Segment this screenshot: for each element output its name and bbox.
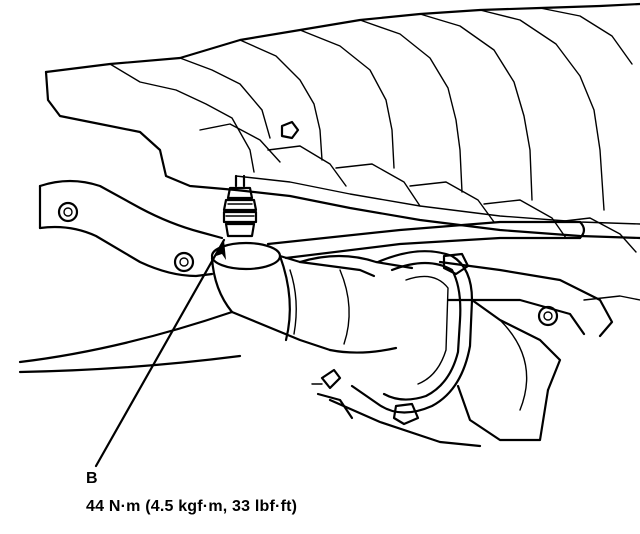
frame-crossmember [38,179,586,278]
oxygen-sensor [222,174,258,238]
right-mount-bracket [438,260,640,338]
exhaust-pipe [18,241,414,374]
callout-leader-line [94,238,226,468]
catalytic-converter-flange [311,250,562,442]
underbody-line [328,398,482,448]
transmission-housing [44,2,640,253]
torque-specification: 44 N·m (4.5 kgf·m, 33 lbf·ft) [86,498,298,515]
callout-letter-b: B [86,470,98,487]
